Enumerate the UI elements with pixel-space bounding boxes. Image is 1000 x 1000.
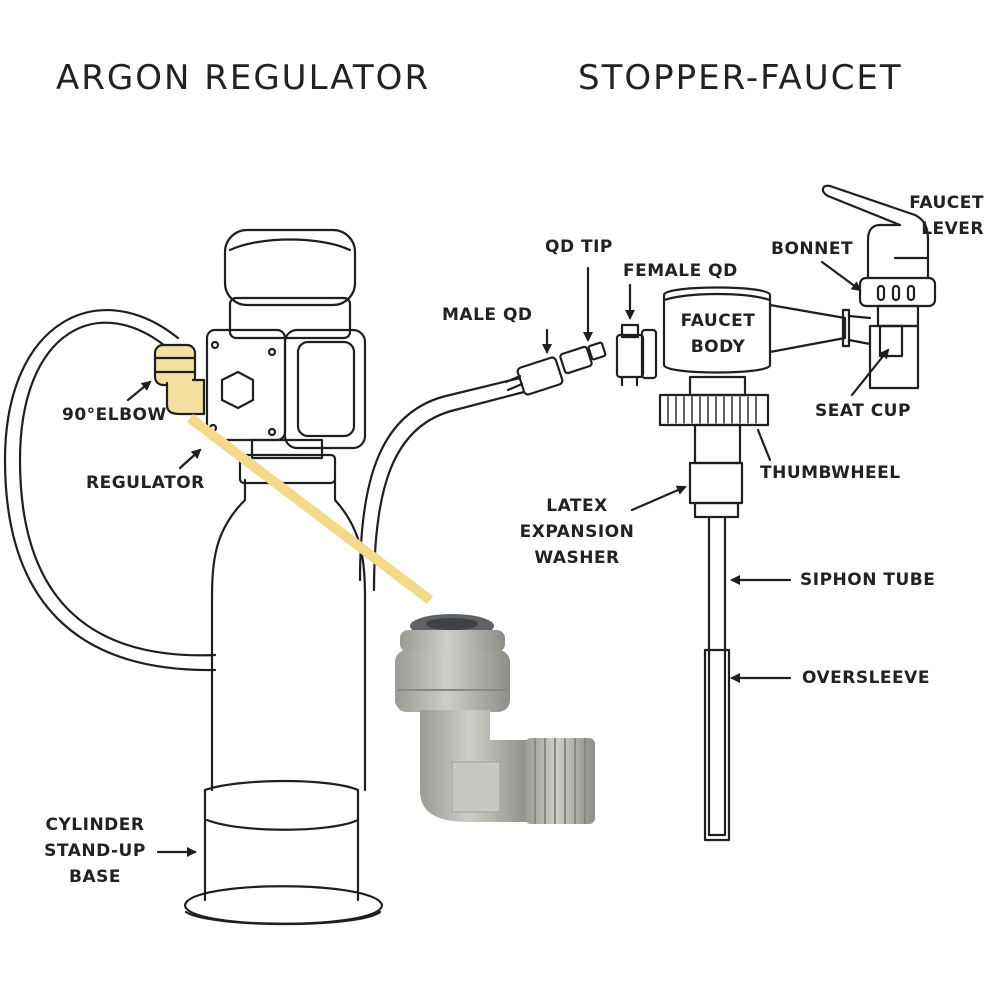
gas-hose-right (358, 376, 526, 592)
highlight-band (186, 414, 434, 604)
label-faucet-lever: FAUCET LEVER (872, 190, 984, 242)
regulator-cap (223, 228, 357, 307)
faucet-bonnet (858, 276, 937, 308)
title-stopper-faucet: STOPPER-FAUCET (578, 58, 903, 98)
label-line: FAUCET (680, 311, 756, 331)
cylinder-stand-up-base (183, 779, 384, 926)
label-faucet-body: FAUCET BODY (666, 308, 770, 360)
siphon-tube (707, 515, 727, 837)
label-cylinder-base: CYLINDER STAND-UP BASE (30, 812, 160, 890)
elbow-arrow (126, 380, 152, 402)
qd-tip (559, 341, 607, 375)
label-line: LATEX (546, 496, 608, 516)
label-line: BODY (690, 337, 746, 357)
argon-cylinder (210, 478, 367, 792)
thumbwheel-leader (756, 428, 772, 462)
label-line: EXPANSION (519, 522, 635, 542)
latex-expansion-washer (688, 461, 744, 519)
bonnet-arrow (820, 260, 862, 292)
label-thumbwheel: THUMBWHEEL (760, 463, 901, 483)
label-siphon-tube: SIPHON TUBE (800, 570, 936, 590)
faucet-lever (821, 184, 930, 280)
female-qd (615, 323, 658, 387)
gas-hose-left (3, 309, 217, 672)
label-qd-tip: QD TIP (545, 237, 613, 257)
label-line: FAUCET (909, 193, 984, 213)
elbow-rings (153, 356, 197, 374)
male-qd (504, 356, 564, 396)
label-latex-washer: LATEX EXPANSION WASHER (512, 493, 642, 571)
seat-cup (868, 304, 920, 390)
label-female-qd: FEMALE QD (623, 261, 738, 281)
label-line: BASE (69, 867, 121, 887)
label-bonnet: BONNET (771, 239, 854, 259)
thumbwheel (658, 393, 770, 465)
washer-arrow (630, 485, 687, 512)
regulator-body (205, 296, 367, 450)
elbow-fitting (153, 343, 206, 416)
oversleeve (703, 648, 731, 842)
label-male-qd: MALE QD (442, 305, 533, 325)
label-line: WASHER (534, 548, 620, 568)
label-regulator: REGULATOR (86, 473, 205, 493)
label-line: LEVER (921, 219, 984, 239)
regulator-arrow (178, 448, 202, 470)
label-seat-cup: SEAT CUP (815, 401, 911, 421)
faucet-spout (768, 303, 872, 354)
label-oversleeve: OVERSLEEVE (802, 668, 930, 688)
title-argon-regulator: ARGON REGULATOR (56, 58, 431, 98)
label-line: STAND-UP (44, 841, 146, 861)
seat-cup-arrow (850, 348, 890, 397)
elbow-fitting-photo (395, 614, 595, 824)
label-90-elbow: 90°ELBOW (62, 405, 167, 425)
label-line: CYLINDER (45, 815, 145, 835)
